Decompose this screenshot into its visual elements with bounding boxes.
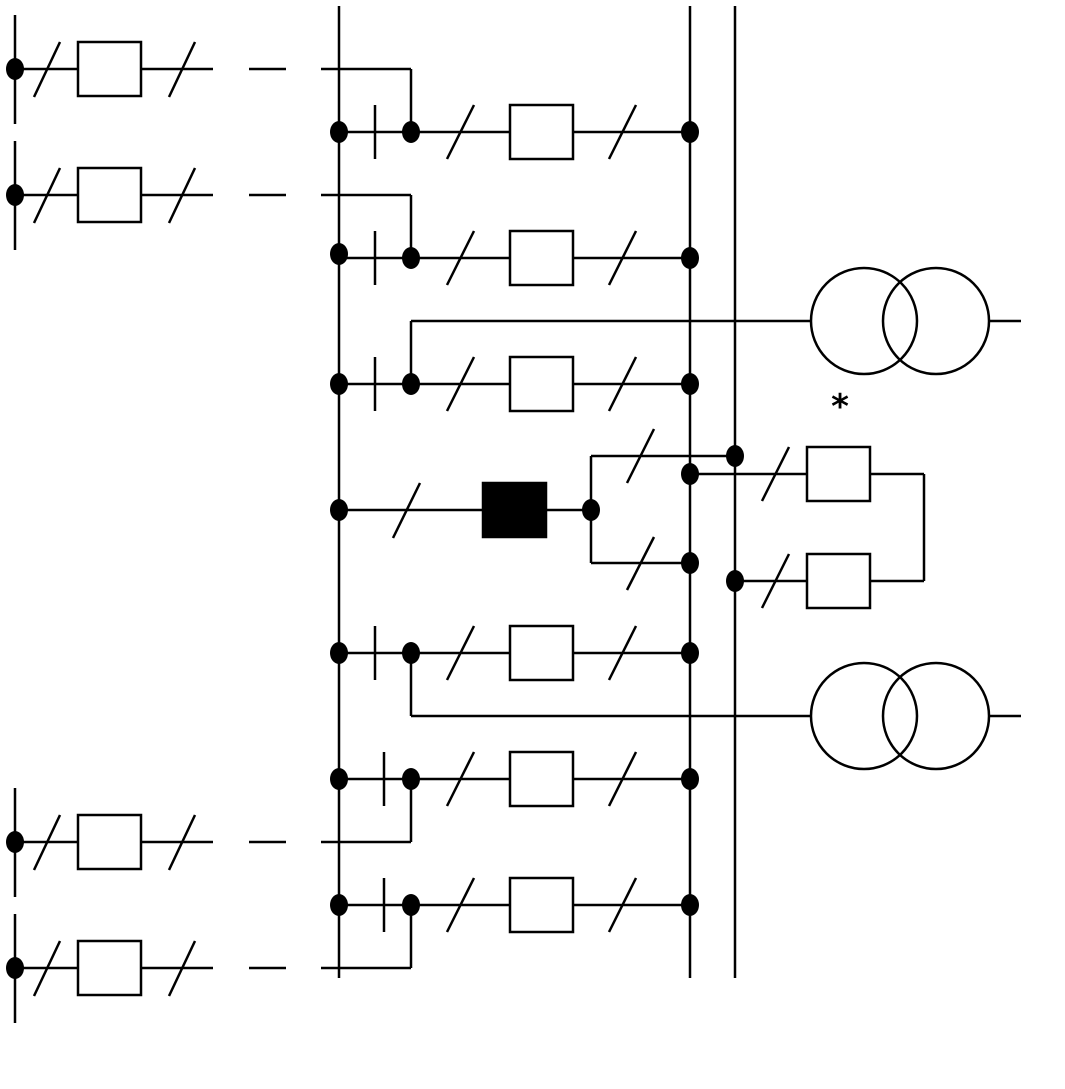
- outgoing-feeder-2: [6, 141, 413, 258]
- breaker: [805, 445, 872, 503]
- breaker: [76, 166, 143, 224]
- breaker: [508, 750, 575, 808]
- breaker: [76, 939, 143, 997]
- transformer-1: [809, 266, 1021, 376]
- bay-3: [330, 319, 810, 413]
- side-bay-lower: [726, 552, 924, 610]
- breaker: [508, 355, 575, 413]
- bay-5: [330, 750, 699, 808]
- outgoing-feeder-4: [6, 905, 413, 1023]
- coupler-bay: [330, 428, 744, 591]
- breaker: [508, 624, 575, 682]
- breaker: [508, 876, 575, 934]
- outgoing-feeder-3: [6, 779, 413, 897]
- bay-4: [330, 624, 810, 718]
- bay-2: [330, 229, 699, 287]
- coupler-breaker-filled: [481, 481, 548, 539]
- breaker: [76, 813, 143, 871]
- annotation-star: *: [831, 387, 849, 427]
- breaker: [76, 40, 143, 98]
- breaker: [508, 103, 575, 161]
- bay-6: [330, 876, 699, 934]
- bay-1: [330, 103, 699, 161]
- breaker: [805, 552, 872, 610]
- breaker: [508, 229, 575, 287]
- outgoing-feeder-1: [6, 15, 413, 132]
- transformer-2: [809, 661, 1021, 771]
- side-bay-upper: [681, 445, 926, 581]
